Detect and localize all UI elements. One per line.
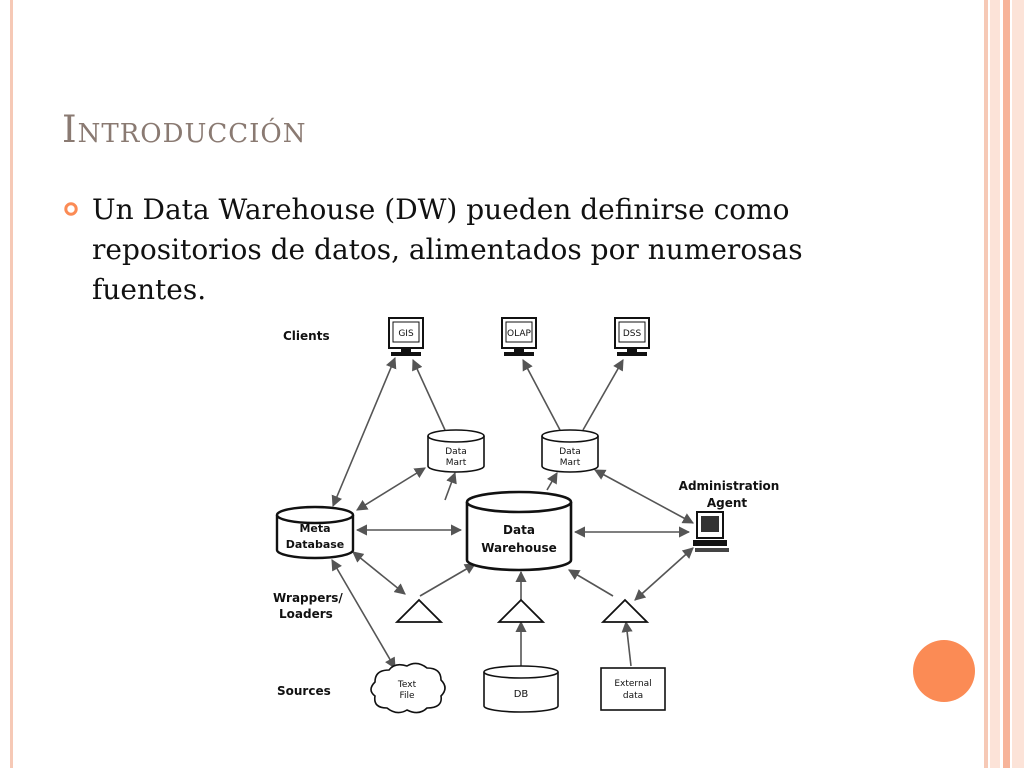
data-mart-right-line2: Mart xyxy=(560,458,581,468)
wrapper-triangle-center xyxy=(496,598,546,623)
source-text-file-line2: File xyxy=(399,691,415,701)
label-clients: Clients xyxy=(283,329,330,343)
client-olap-icon: OLAP xyxy=(501,317,537,356)
source-external-data-box: External data xyxy=(600,667,666,711)
admin-agent-line1: Administration xyxy=(679,479,780,493)
bullet-ring-icon xyxy=(64,202,78,216)
source-external-line2: data xyxy=(623,691,643,701)
data-mart-left-line2: Mart xyxy=(446,458,467,468)
data-mart-right-line1: Data xyxy=(559,447,581,457)
data-warehouse: Data Warehouse xyxy=(465,490,573,572)
wrapper-triangle-right xyxy=(600,598,650,623)
meta-database-line1: Meta xyxy=(299,522,330,535)
data-mart-left-line1: Data xyxy=(445,447,467,457)
bullet-item: Un Data Warehouse (DW) pueden definirse … xyxy=(62,190,892,310)
source-db-label: DB xyxy=(514,689,529,700)
data-mart-right: Data Mart xyxy=(541,429,599,473)
data-warehouse-line2: Warehouse xyxy=(481,541,557,555)
data-warehouse-diagram: Clients Wrappers/ Loaders Sources GIS xyxy=(273,317,780,714)
data-mart-left: Data Mart xyxy=(427,429,485,473)
label-wrappers: Wrappers/ xyxy=(273,591,343,605)
client-gis-label: GIS xyxy=(398,329,414,339)
data-warehouse-line1: Data xyxy=(503,523,535,537)
meta-database-line2: Database xyxy=(286,538,345,551)
source-external-line1: External xyxy=(614,679,651,689)
bullet-text: Un Data Warehouse (DW) pueden definirse … xyxy=(92,193,803,306)
slide-title: Introducción xyxy=(62,108,307,151)
label-sources: Sources xyxy=(277,684,331,698)
admin-computer-icon xyxy=(693,511,729,552)
decorative-orange-circle xyxy=(913,640,975,702)
admin-agent-line2: Agent xyxy=(707,496,748,510)
source-text-file-cloud: Text File xyxy=(370,662,446,714)
source-text-file-line1: Text xyxy=(397,680,417,690)
client-olap-label: OLAP xyxy=(507,329,531,339)
client-dss-icon: DSS xyxy=(614,317,650,356)
wrapper-triangle-left xyxy=(394,598,444,623)
label-loaders: Loaders xyxy=(279,607,333,621)
client-dss-label: DSS xyxy=(623,329,642,339)
meta-database: Meta Database xyxy=(275,505,355,560)
right-decorative-stripes xyxy=(976,0,1024,768)
left-border-line xyxy=(10,0,13,768)
source-db-cylinder: DB xyxy=(483,665,559,713)
client-gis-icon: GIS xyxy=(388,317,424,356)
